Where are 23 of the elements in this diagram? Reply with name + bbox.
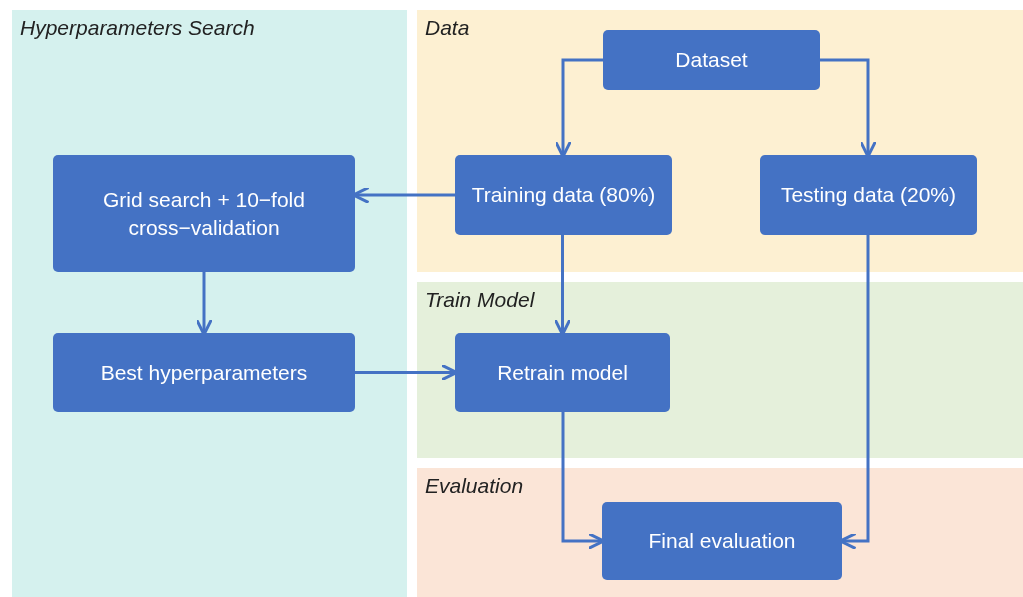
arrow	[839, 235, 870, 550]
process-box: Final evaluation	[602, 502, 842, 580]
process-box: Grid search + 10−fold cross−validation	[53, 155, 355, 272]
section-panel	[417, 10, 1023, 272]
process-box: Best hyperparameters	[53, 333, 355, 412]
arrow	[554, 58, 603, 158]
section-heading: Data	[425, 16, 470, 40]
process-box: Testing data (20%)	[760, 155, 977, 235]
section-panel	[417, 468, 1023, 597]
process-box: Retrain model	[455, 333, 670, 412]
arrow	[553, 235, 572, 336]
arrow	[820, 58, 877, 158]
section-heading: Evaluation	[425, 474, 524, 498]
section-heading: Hyperparameters Search	[20, 16, 255, 40]
arrow	[352, 186, 455, 204]
arrow	[561, 412, 605, 550]
arrow	[355, 363, 458, 382]
arrow	[195, 272, 213, 336]
section-panel	[417, 282, 1023, 458]
section-heading: Train Model	[425, 288, 535, 312]
process-box: Dataset	[603, 30, 820, 90]
process-box: Training data (80%)	[455, 155, 672, 235]
section-panel	[12, 10, 407, 597]
